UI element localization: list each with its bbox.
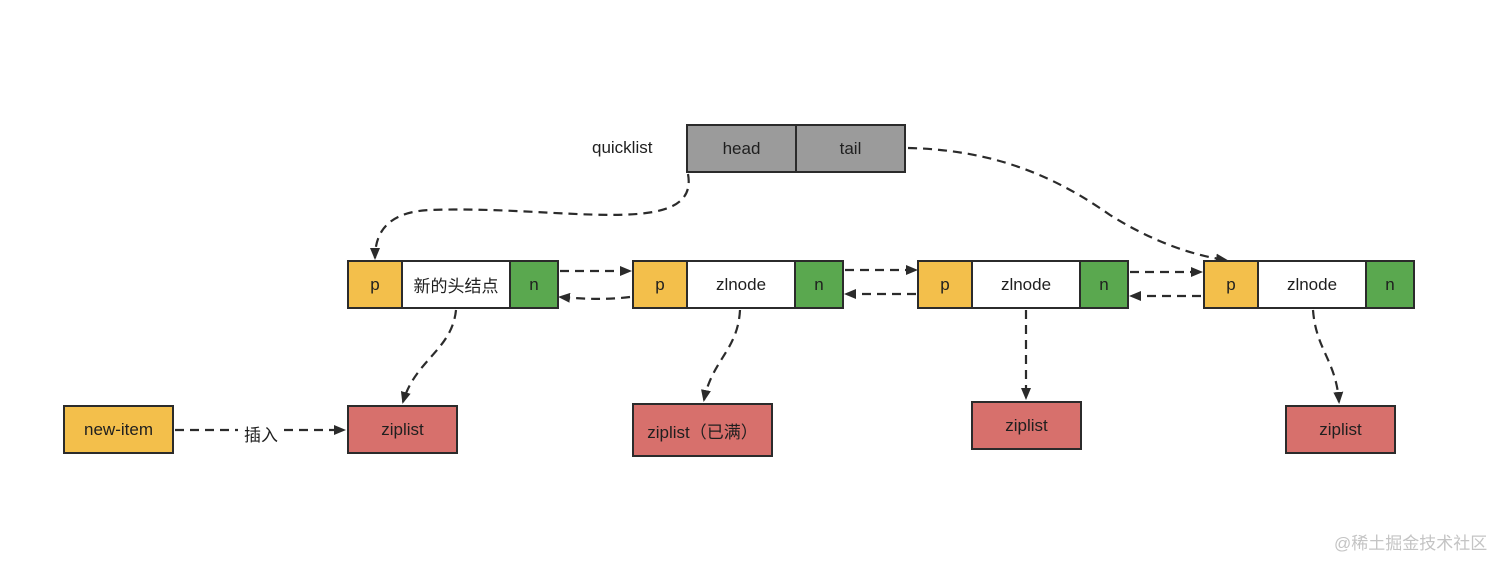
node4-next-pointer: n <box>1365 260 1415 309</box>
node3-prev-pointer: p <box>917 260 973 309</box>
node4-name: zlnode <box>1257 260 1367 309</box>
node1-next-pointer: n <box>509 260 559 309</box>
edge-node2-prev <box>558 292 631 303</box>
node2-name: zlnode <box>686 260 796 309</box>
node4-ziplist: ziplist <box>1285 405 1396 454</box>
node3-ziplist: ziplist <box>971 401 1082 450</box>
new-item-box: new-item <box>63 405 174 454</box>
watermark: @稀土掘金技术社区 <box>1334 534 1488 553</box>
edge-head-to-first-node <box>370 173 690 260</box>
node3-next-pointer: n <box>1079 260 1129 309</box>
node1-name: 新的头结点 <box>401 260 511 309</box>
quicklist-tail-field: tail <box>795 124 906 173</box>
node3-name: zlnode <box>971 260 1081 309</box>
insert-edge-label: 插入 <box>244 426 278 445</box>
node2-prev-pointer: p <box>632 260 688 309</box>
node2-ziplist: ziplist（已满） <box>632 403 773 457</box>
edge-node1-ziplist <box>400 309 458 404</box>
node1-ziplist: ziplist <box>347 405 458 454</box>
edge-node2-ziplist <box>701 309 742 402</box>
node4-prev-pointer: p <box>1203 260 1259 309</box>
edge-node4-ziplist <box>1311 309 1344 404</box>
quicklist-label: quicklist <box>592 138 653 157</box>
edge-tail-to-last-node <box>907 146 1228 264</box>
node2-next-pointer: n <box>794 260 844 309</box>
quicklist-head-field: head <box>686 124 797 173</box>
node1-prev-pointer: p <box>347 260 403 309</box>
